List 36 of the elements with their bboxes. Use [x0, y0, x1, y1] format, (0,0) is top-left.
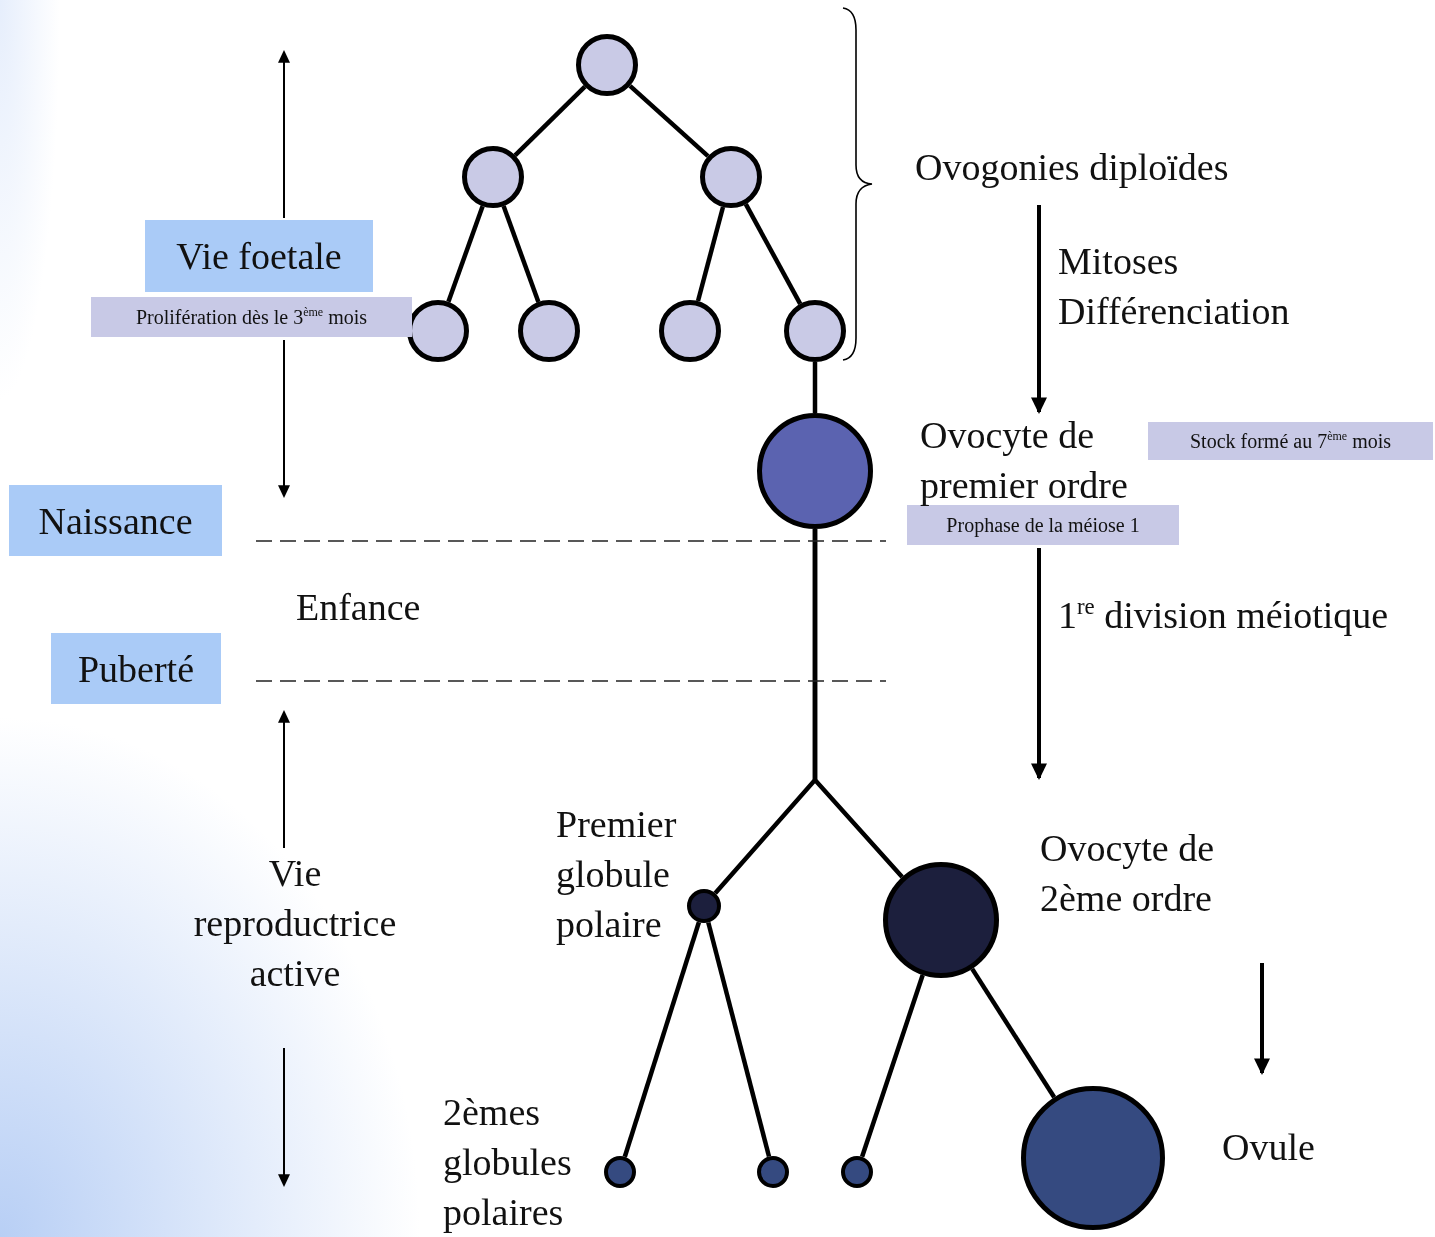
connector-line — [743, 203, 803, 305]
text-label: Vie reproductrice active — [192, 851, 398, 996]
stage-label: Naissance — [9, 485, 222, 556]
cell-circle — [604, 1156, 636, 1188]
stage-label: Stock formé au 7$^{ème}$ mois — [1148, 422, 1433, 460]
cell-circle — [700, 146, 762, 208]
stage-label: Puberté — [51, 633, 221, 704]
text-label: Premier globule polaire — [556, 802, 678, 947]
connector-line — [812, 362, 818, 413]
text-label: Enfance — [296, 585, 421, 630]
connector-line — [970, 967, 1057, 1099]
connector-line — [501, 205, 541, 303]
text-label: 2èmes globules polaires — [443, 1090, 573, 1235]
connector-line — [622, 921, 702, 1158]
connector-line — [812, 529, 904, 879]
connector-line — [513, 85, 587, 157]
cell-circle — [687, 889, 721, 923]
text-label: Ovocyte de premier ordre — [920, 413, 1129, 508]
stage-label: Vie foetale — [145, 220, 373, 292]
text-label: Mitoses Différenciation — [1058, 239, 1291, 334]
cell-circle — [757, 1156, 789, 1188]
text-label: Ovogonies diploïdes — [915, 145, 1229, 190]
cell-circle — [841, 1156, 873, 1188]
cell-circle — [462, 146, 524, 208]
cell-circle — [784, 300, 846, 362]
stage-label: Prophase de la méiose 1 — [907, 505, 1179, 545]
cell-circle — [576, 34, 638, 96]
connector-line — [706, 921, 772, 1158]
connector-line — [695, 206, 726, 302]
connector-line — [859, 974, 925, 1158]
stage-label: Prolifération dès le 3$^{ème}$ mois — [91, 297, 412, 337]
connector-line — [446, 205, 485, 303]
text-label: Ovocyte de 2ème ordre — [1040, 826, 1216, 921]
text-label: 1$^{re}$ division méiotique — [1058, 592, 1389, 638]
connector-line — [628, 84, 710, 158]
text-label: Ovule — [1222, 1125, 1315, 1170]
